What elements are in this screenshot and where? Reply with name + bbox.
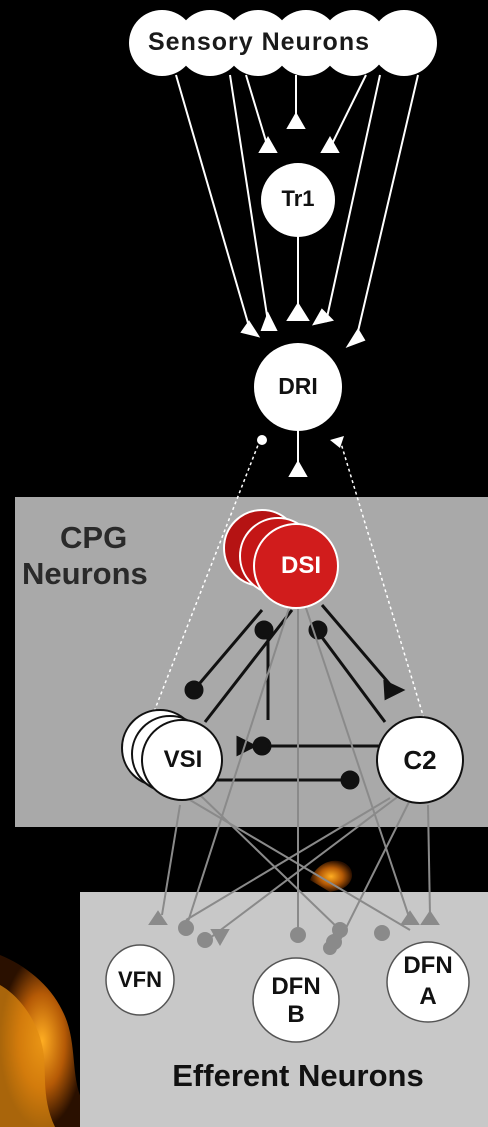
dri-neuron: [254, 343, 342, 431]
cpg-title-line1: CPG: [60, 520, 128, 555]
sensory-neurons-label: Sensory Neurons: [148, 28, 371, 56]
orange-texture-decoration: [0, 860, 353, 1127]
vsi-label: VSI: [163, 746, 203, 773]
dri-feedback-synapse-right: [330, 436, 344, 448]
c2-neuron: [376, 716, 464, 804]
dri-label: DRI: [278, 373, 318, 399]
dfn-a-label-line1: DFN: [403, 952, 453, 979]
dotted-feedback-lines: [149, 439, 426, 723]
dsi-neuron-stack: [223, 509, 339, 609]
tr1-label: Tr1: [281, 186, 315, 211]
dfn-b-label-line1: DFN: [271, 973, 321, 1000]
cpg-title-line2: Neurons: [22, 555, 148, 591]
dfn-b-label-line2: B: [287, 1001, 305, 1028]
cpg-inhibitory-connections: [184, 604, 406, 790]
dfn-a-neuron: [386, 941, 470, 1023]
vfn-neuron: [105, 944, 175, 1016]
sensory-neurons-cluster: [129, 10, 437, 76]
sensory-projections: [175, 74, 419, 477]
dsi-label: DSI: [280, 552, 321, 579]
c2-label: C2: [403, 745, 437, 775]
dfn-a-label-line2: A: [419, 983, 437, 1010]
efferent-neurons-title: Efferent Neurons: [172, 1058, 424, 1093]
vsi-neuron-stack: [121, 709, 223, 801]
tr1-neuron: [261, 163, 335, 237]
dfn-b-neuron: [252, 957, 340, 1043]
cpg-neurons-title: CPG Neurons: [22, 520, 202, 591]
vfn-label: VFN: [118, 967, 162, 992]
dri-feedback-synapse-left: [257, 435, 267, 445]
efferent-projections: [148, 604, 440, 955]
